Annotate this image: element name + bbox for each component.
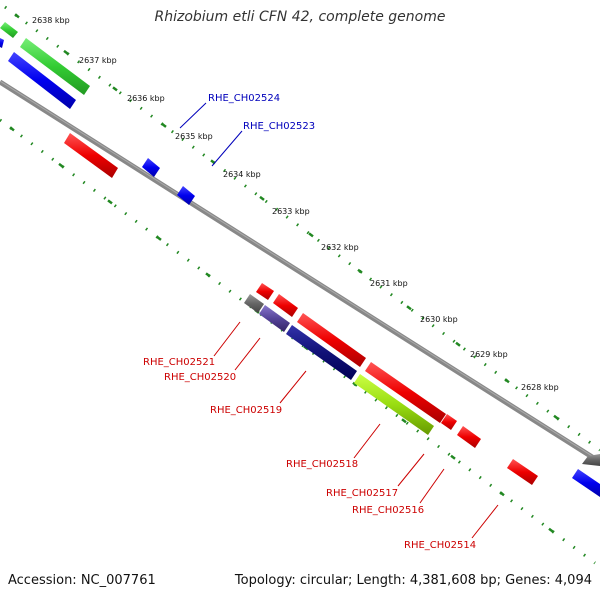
- gene-reverse-red[interactable]: [256, 283, 274, 300]
- kbp-label-2633: 2633 kbp: [272, 207, 310, 216]
- gene-reverse-gray-RHE_CH02521[interactable]: [244, 294, 264, 313]
- kbp-label-2636: 2636 kbp: [127, 94, 165, 103]
- major-tick-outer: [504, 378, 510, 384]
- major-tick-inner: [352, 381, 358, 387]
- major-tick-outer: [161, 122, 167, 128]
- major-tick-outer: [14, 13, 20, 19]
- gene-reverse-navy-RHE_CH02519[interactable]: [286, 325, 357, 380]
- kbp-label-2637: 2637 kbp: [79, 56, 117, 65]
- gene-reverse-slate-RHE_CH02520[interactable]: [259, 305, 290, 332]
- genome-summary: Topology: circular; Length: 4,381,608 bp…: [234, 573, 592, 588]
- leader-RHE_CH02521: [213, 321, 241, 357]
- major-tick-outer: [455, 341, 461, 347]
- major-tick-inner: [156, 235, 162, 241]
- gene-label-RHE_CH02524[interactable]: RHE_CH02524: [208, 93, 280, 104]
- major-tick-outer: [406, 305, 412, 311]
- gene-forward-blue-RHE_CH02524[interactable]: [142, 158, 160, 177]
- gene-reverse-red[interactable]: [507, 459, 538, 485]
- gene-reverse-lime-RHE_CH02518[interactable]: [354, 374, 434, 435]
- gene-forward-blue[interactable]: [0, 38, 4, 48]
- leader-RHE_CH02523: [211, 130, 243, 167]
- gene-label-RHE_CH02521[interactable]: RHE_CH02521: [143, 357, 215, 368]
- leader-RHE_CH02517: [397, 453, 425, 487]
- gene-reverse-red[interactable]: [297, 313, 366, 367]
- major-tick-outer: [357, 268, 363, 274]
- major-tick-inner: [9, 126, 15, 132]
- gene-label-RHE_CH02520[interactable]: RHE_CH02520: [164, 372, 236, 383]
- major-tick-outer: [63, 49, 69, 55]
- genome-backbone-highlight: [0, 80, 600, 462]
- gene-forward-gray[interactable]: [582, 454, 600, 466]
- gene-reverse-red[interactable]: [441, 414, 457, 430]
- gene-label-RHE_CH02523[interactable]: RHE_CH02523: [243, 121, 315, 132]
- gene-forward-green[interactable]: [0, 22, 18, 38]
- major-tick-inner: [401, 418, 407, 424]
- genome-backbone: [0, 79, 600, 465]
- kbp-label-2638: 2638 kbp: [32, 16, 70, 25]
- kbp-label-2631: 2631 kbp: [370, 279, 408, 288]
- tick-track-outer: [4, 5, 600, 452]
- leader-RHE_CH02514: [471, 504, 499, 539]
- kbp-label-2628: 2628 kbp: [521, 383, 559, 392]
- leader-RHE_CH02516: [419, 468, 445, 504]
- gene-label-RHE_CH02516[interactable]: RHE_CH02516: [352, 505, 424, 516]
- gene-label-RHE_CH02518[interactable]: RHE_CH02518: [286, 459, 358, 470]
- major-tick-inner: [499, 491, 505, 497]
- gene-forward-blue-RHE_CH02523[interactable]: [177, 186, 195, 205]
- kbp-label-2630: 2630 kbp: [420, 315, 458, 324]
- gene-label-RHE_CH02514[interactable]: RHE_CH02514: [404, 540, 476, 551]
- major-tick-outer: [553, 414, 559, 420]
- kbp-label-2632: 2632 kbp: [321, 243, 359, 252]
- gene-forward-blue[interactable]: [572, 469, 600, 497]
- kbp-label-2634: 2634 kbp: [223, 170, 261, 179]
- leader-RHE_CH02524: [179, 102, 207, 129]
- gene-label-RHE_CH02519[interactable]: RHE_CH02519: [210, 405, 282, 416]
- gene-label-RHE_CH02517[interactable]: RHE_CH02517: [326, 488, 398, 499]
- kbp-label-2635: 2635 kbp: [175, 132, 213, 141]
- gene-forward-blue[interactable]: [8, 52, 76, 109]
- leader-RHE_CH02518: [353, 423, 381, 459]
- gene-forward-green[interactable]: [20, 38, 90, 95]
- kbp-label-2629: 2629 kbp: [470, 350, 508, 359]
- gene-reverse-red[interactable]: [365, 362, 446, 423]
- major-tick-inner: [548, 527, 554, 533]
- major-tick-outer: [259, 195, 265, 201]
- major-tick-inner: [58, 162, 64, 168]
- leader-RHE_CH02520: [234, 337, 261, 371]
- major-tick-inner: [205, 272, 211, 278]
- leader-RHE_CH02519: [279, 370, 307, 404]
- major-tick-outer: [308, 232, 314, 238]
- genome-title: Rhizobium etli CFN 42, complete genome: [154, 9, 446, 25]
- gene-reverse-red[interactable]: [457, 426, 481, 448]
- major-tick-inner: [450, 454, 456, 460]
- gene-reverse-red[interactable]: [64, 133, 118, 178]
- major-tick-inner: [107, 199, 113, 205]
- gene-reverse-red[interactable]: [273, 294, 298, 317]
- major-tick-outer: [112, 86, 118, 92]
- accession-label: Accession: NC_007761: [8, 573, 156, 588]
- major-ticks: [9, 13, 559, 533]
